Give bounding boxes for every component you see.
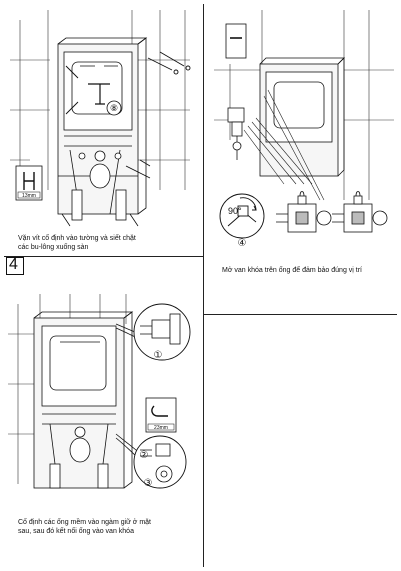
- marker-8: ⑧: [110, 104, 118, 114]
- step3-caption-line2: các bu-lông xuống sàn: [18, 244, 89, 251]
- panel-open-valve: 90° ④ Mở van khóa trên ống để đảm bảo đú…: [204, 0, 401, 314]
- panel-connect-hoses: ① 23mm ② ③ Cố định các ống mềm vào ngàm …: [0, 274, 203, 571]
- circle-2-label: ②: [140, 450, 149, 461]
- tool-23mm-label: 23mm: [154, 425, 168, 431]
- tool-13mm-label: 13mm: [22, 193, 36, 199]
- step4-number-box: [6, 257, 24, 275]
- right-section-divider: [204, 314, 397, 315]
- step4-caption-line1: Cố định các ống mềm vào ngàm giữ ở mặt: [18, 519, 152, 526]
- step4-divider: [4, 256, 203, 257]
- center-divider: [203, 4, 204, 567]
- angle-90-label: 90°: [228, 206, 242, 216]
- valve-caption: Mở van khóa trên ống để đảm bảo đúng vị …: [222, 267, 363, 274]
- valve-illustration: 90° ④: [214, 10, 394, 249]
- step3-caption-line1: Vặn vít cố định vào tường và siết chặt: [18, 235, 136, 242]
- hose-illustration: ① 23mm ② ③: [8, 294, 191, 489]
- step4-number: 4: [9, 256, 18, 273]
- circle-4-label: ④: [238, 238, 247, 249]
- panel-fix-frame: ⑧ 13mm Vặn vít cố định vào tường và siết…: [0, 0, 203, 256]
- circle-1-label: ①: [154, 350, 163, 361]
- circle-3-label: ③: [144, 478, 153, 489]
- frame-illustration-top-left: ⑧ 13mm: [10, 10, 191, 227]
- step4-caption-line2: sau, sau đó kết nối ống vào van khóa: [18, 528, 134, 535]
